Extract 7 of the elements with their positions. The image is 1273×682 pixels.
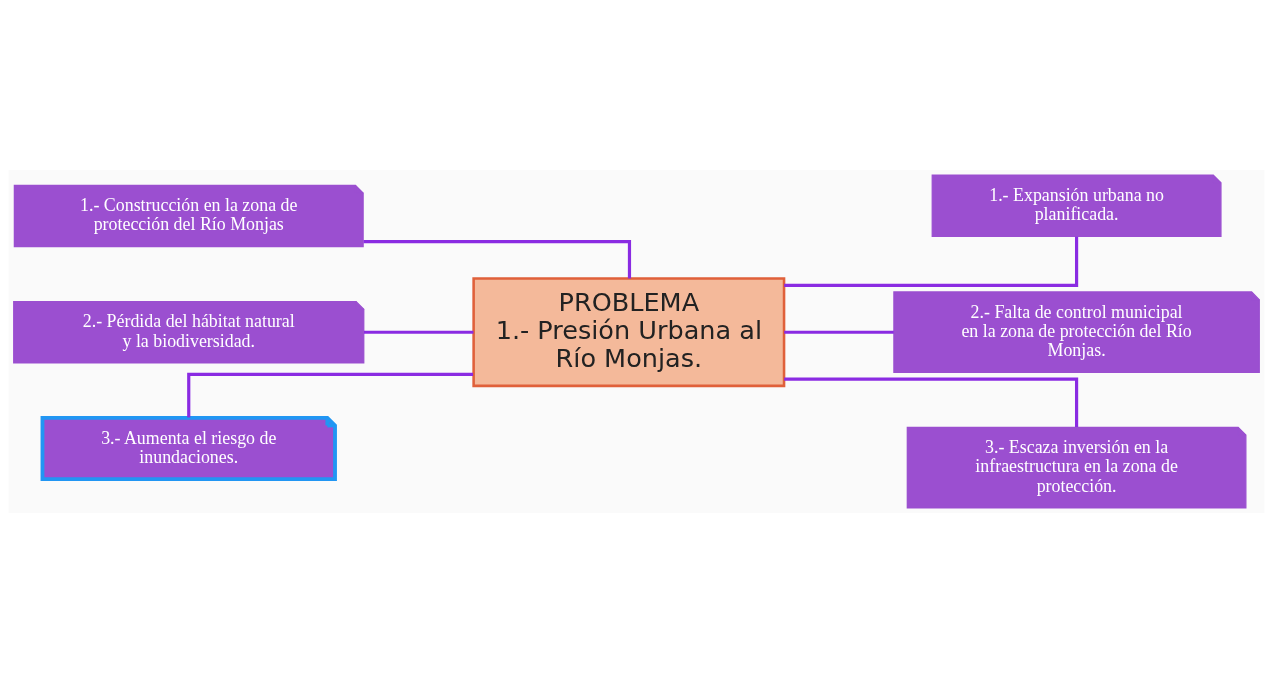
connector [784, 377, 1079, 427]
connector [784, 330, 894, 334]
connector [363, 330, 474, 334]
connector [784, 236, 1079, 287]
node-box: PROBLEMA 1.- Presión Urbana al Río Monjas. [472, 276, 786, 387]
connector [187, 372, 474, 417]
connector [363, 239, 632, 278]
